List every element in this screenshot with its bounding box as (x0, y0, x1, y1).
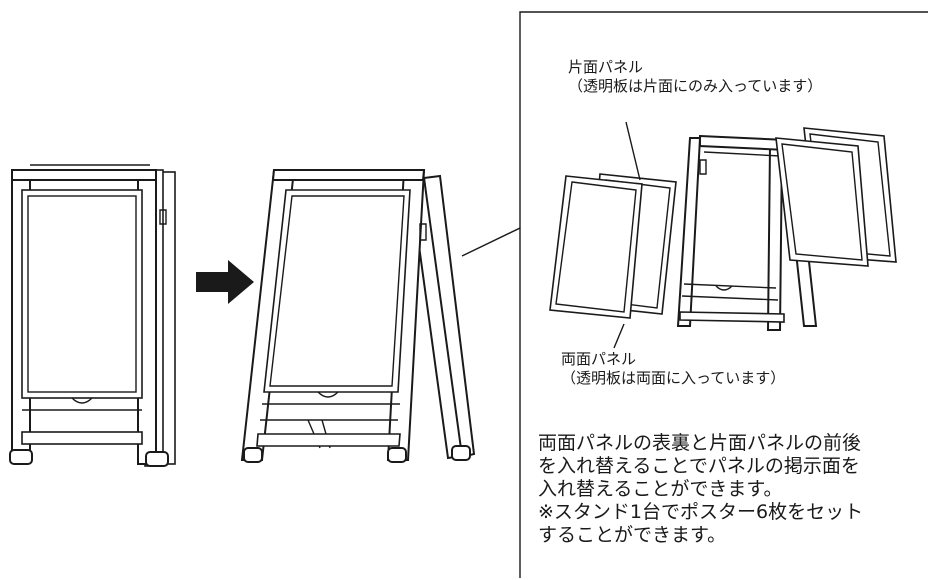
single-panel-note: （透明板は片面にのみ入っています） (568, 77, 823, 95)
exploded-view (549, 121, 897, 349)
double-panel-note: （透明板は両面に入っています） (561, 369, 786, 387)
description-line: を入れ替えることでパネルの掲示面を (538, 455, 860, 477)
folded-stand (9, 164, 176, 467)
description-line: ※スタンド1台でポスター6枚をセット (538, 501, 864, 523)
description-line: 両面パネルの表裏と片面パネルの前後 (538, 432, 862, 454)
single-panel-title: 片面パネル (568, 58, 644, 76)
description-line: することができます。 (538, 524, 727, 546)
right-arrow-icon (196, 260, 254, 304)
zoom-callout-frame (461, 11, 928, 257)
open-stand (240, 169, 476, 463)
description-line: 入れ替えることができます。 (538, 478, 783, 500)
description-text: 両面パネルの表裏と片面パネルの前後 を入れ替えることでパネルの掲示面を 入れ替え… (538, 432, 922, 547)
double-panel-title: 両面パネル (561, 350, 637, 368)
